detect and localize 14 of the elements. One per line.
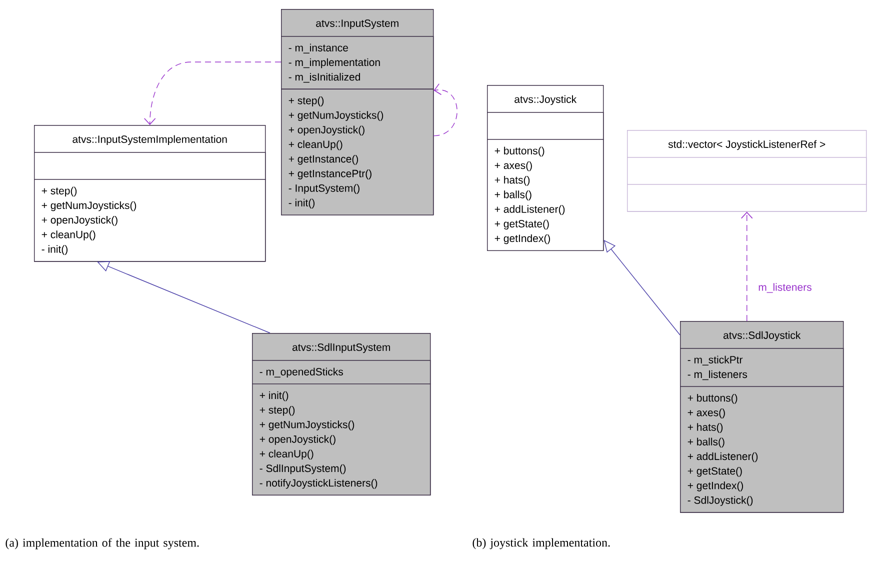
dependency-arrow [740,212,753,322]
empty-compartment [34,152,266,180]
inheritance-arrow [97,261,270,334]
member-list: - m_instance - m_implementation - m_isInitialized [281,36,434,90]
empty-compartment [627,184,867,212]
empty-compartment [627,157,867,185]
member-list: - m_stickPtr - m_listeners [680,348,844,387]
caption: (a) implementation of the input system. [6,538,199,550]
member-list: - m_openedSticks [252,360,431,384]
empty-compartment [487,112,604,140]
dependency-arrow [144,62,282,125]
edge-label: m_listeners [757,282,813,294]
dependency-arrow [433,83,458,136]
caption: (b) joystick implementation. [472,538,610,550]
